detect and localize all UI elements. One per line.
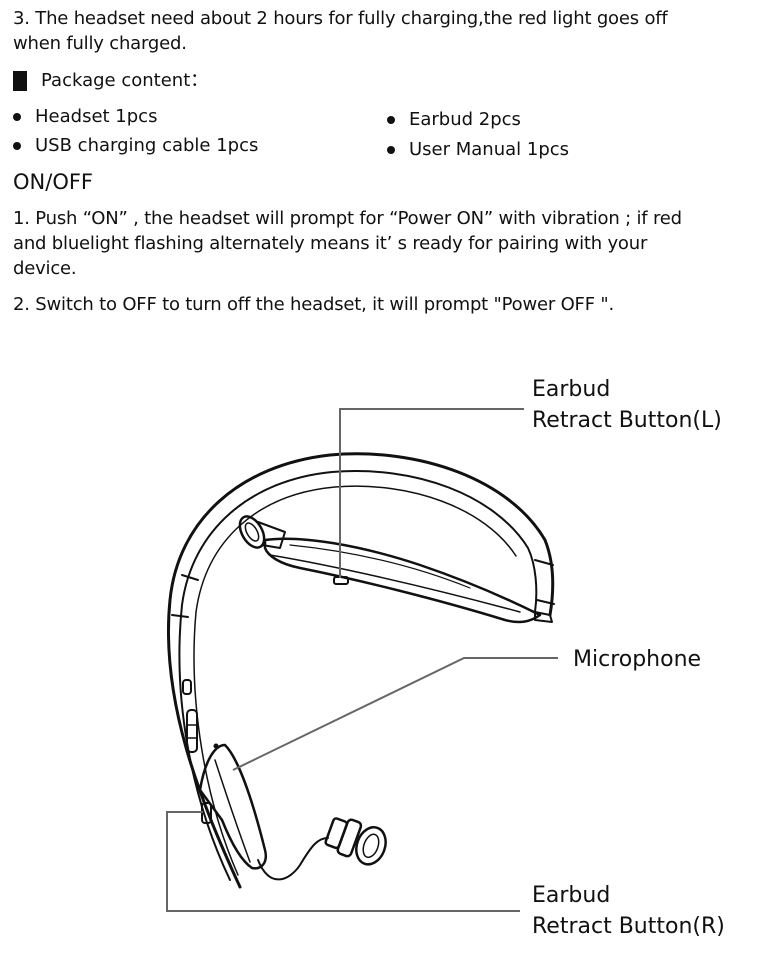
left-housing-detail [289,544,471,589]
list-item: Earbud 2pcs [387,107,521,132]
section-square-icon [13,70,27,91]
left-housing-detail [269,554,521,613]
callout-left-line1: Earbud [532,377,611,402]
right-housing [198,743,267,870]
list-item: User Manual 1pcs [387,137,569,162]
leader-microphone [232,657,558,771]
left-earbud [238,515,266,549]
band-joint [181,574,199,581]
volume-button [186,709,198,753]
leader-right-button [166,811,520,912]
onoff-step-2: 2. Switch to OFF to turn off the headset… [13,294,614,315]
list-item-text: Headset 1pcs [35,106,158,127]
callout-microphone: Microphone [573,647,702,672]
band-joint [534,559,554,566]
callout-right-retract: Earbud Retract Button(R) [532,880,725,942]
charging-note: 3. The headset need about 2 hours for fu… [13,8,668,54]
onoff-step-1: 1. Push “ON” , the headset will prompt f… [13,208,682,279]
bullet-icon [387,115,395,124]
leader-left-button [339,408,524,578]
list-item-text: User Manual 1pcs [409,139,570,160]
package-content-heading: Package content： [13,68,208,93]
callout-left-line2: Retract Button(L) [532,408,722,433]
callout-left-retract: Earbud Retract Button(L) [532,374,722,436]
neckband-inner [178,470,538,881]
side-button [182,679,192,695]
package-content-list: Headset 1pcs USB charging cable 1pcs Ear… [13,104,733,160]
list-item: USB charging cable 1pcs [13,133,258,158]
neckband-inner-2 [193,485,517,876]
right-earbud [324,817,387,866]
list-item-text: Earbud 2pcs [409,109,521,130]
package-content-heading-text: Package content： [41,70,209,91]
right-housing-detail [214,759,251,863]
list-item-text: USB charging cable 1pcs [35,135,259,156]
callout-right-line2: Retract Button(R) [532,914,725,939]
list-item: Headset 1pcs [13,104,157,129]
bullet-icon [387,145,395,154]
bullet-icon [13,112,21,121]
band-joint [536,599,555,605]
callout-right-line1: Earbud [532,883,611,908]
onoff-title: ON/OFF [13,170,94,194]
neckband-outer [166,452,555,889]
band-joint [171,614,189,618]
microphone-hole [213,743,219,749]
left-housing [263,537,542,624]
bullet-icon [13,141,21,150]
earbud-cable [257,837,329,881]
